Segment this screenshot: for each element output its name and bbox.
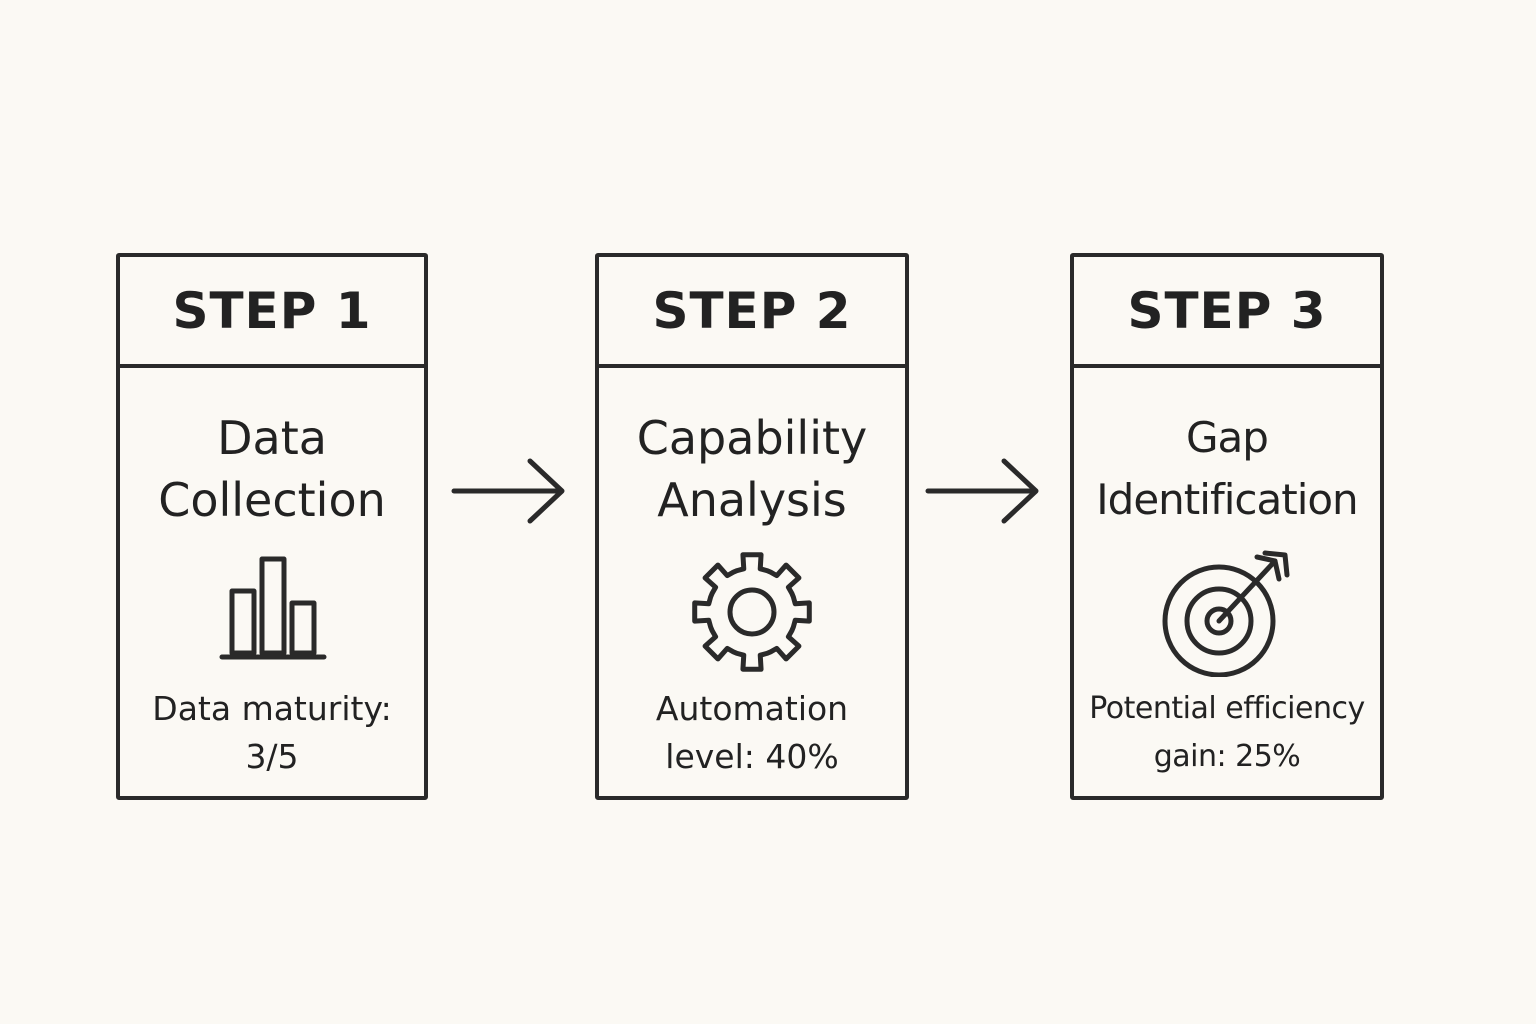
step-2-title-line2: Analysis	[657, 473, 847, 527]
step-2-label: STEP 2	[599, 257, 905, 368]
step-2-metric-line2: level: 40%	[665, 737, 839, 776]
step-1-card: STEP 1 Data Collection Data maturity: 3/…	[116, 253, 428, 800]
step-2-title: Capability Analysis	[599, 407, 905, 531]
gear-icon	[692, 552, 812, 672]
step-1-label: STEP 1	[120, 257, 424, 368]
step-1-title-line1: Data	[217, 411, 327, 465]
step-3-title: Gap Identification	[1074, 407, 1380, 531]
target-arrow-icon	[1162, 550, 1290, 677]
step-2-title-line1: Capability	[636, 411, 868, 465]
step-3-card: STEP 3 Gap Identification Potential effi…	[1070, 253, 1384, 800]
step-3-metric-line1: Potential efficiency	[1089, 691, 1365, 726]
step-3-title-line2: Identification	[1096, 475, 1358, 524]
step-3-title-line1: Gap	[1186, 413, 1269, 462]
right-arrow-icon	[925, 458, 1039, 524]
right-arrow-icon	[451, 458, 565, 524]
step-2-metric-line1: Automation	[655, 689, 849, 728]
step-2-metric: Automation level: 40%	[599, 685, 905, 781]
step-3-label: STEP 3	[1074, 257, 1380, 368]
step-1-metric-line1: Data maturity:	[152, 689, 392, 728]
step-1-metric: Data maturity: 3/5	[120, 685, 424, 781]
step-1-metric-line2: 3/5	[245, 737, 299, 776]
step-3-metric: Potential efficiency gain: 25%	[1074, 685, 1380, 781]
step-2-card: STEP 2 Capability Analysis Automation le…	[595, 253, 909, 800]
bar-chart-icon	[219, 556, 327, 660]
step-3-metric-line2: gain: 25%	[1153, 739, 1301, 774]
step-1-title: Data Collection	[120, 407, 424, 531]
step-1-title-line2: Collection	[158, 473, 386, 527]
